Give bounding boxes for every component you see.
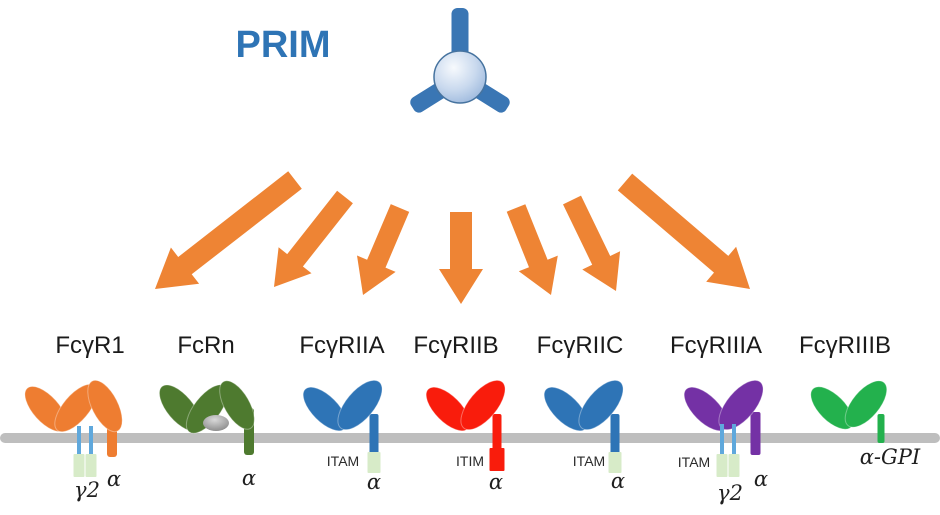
itam-motif-box: [716, 454, 728, 477]
itam-motif-box: [85, 454, 97, 477]
alpha-label: α: [611, 469, 625, 493]
alpha-chain-stem: [492, 414, 502, 450]
fan-arrow: [617, 173, 750, 289]
alpha-chain-stem: [369, 414, 379, 454]
itam-motif-box: [73, 454, 85, 477]
arrow-fan: [155, 171, 750, 304]
gpi-anchor-stem: [877, 414, 885, 443]
receptor-fcgriiib: FcγRIIIB α-GPI: [799, 332, 921, 469]
alpha-gpi-label: α-GPI: [860, 445, 921, 469]
ig-domain: [844, 380, 888, 428]
alpha-label: α: [754, 467, 768, 491]
gamma-chain-line: [89, 426, 93, 456]
receptor-name: FcγRIIC: [537, 332, 624, 359]
itam-motif-box: [728, 454, 740, 477]
alpha-chain-stem: [610, 414, 620, 454]
ig-domain: [337, 379, 383, 431]
alpha-label: α: [242, 466, 256, 490]
receptor-name: FcγRIIA: [299, 332, 384, 359]
gamma-chain-line: [732, 424, 736, 455]
itam-label: ITAM: [678, 454, 710, 470]
alpha-label: α: [367, 470, 381, 494]
receptor-fcgr1: FcγR1 γ2 α: [24, 332, 125, 502]
receptor-name: FcγRIIIA: [670, 332, 762, 359]
receptor-name: FcγR1: [55, 332, 124, 359]
receptor-fcrn: FcRn α: [158, 332, 256, 490]
ig-domain: [87, 379, 123, 433]
fan-arrow: [357, 204, 410, 295]
cell-membrane: [0, 433, 940, 443]
gamma2-label: γ2: [74, 478, 100, 502]
receptor-name: FcγRIIIB: [799, 332, 891, 359]
receptor-fcgriic: FcγRIIC ITAM α: [537, 332, 625, 493]
fan-arrow: [563, 195, 621, 291]
alpha-label: α: [107, 467, 121, 491]
itam-label: ITAM: [573, 453, 605, 469]
itam-motif-box: [367, 452, 381, 473]
molecule-sphere: [433, 50, 487, 104]
beta2m-subunit: [203, 415, 229, 431]
receptor-name: FcγRIIB: [413, 332, 498, 359]
alpha-label: α: [489, 470, 503, 494]
ig-domain: [578, 379, 624, 431]
fan-arrow: [155, 171, 302, 289]
receptor-fcgriib: FcγRIIB ITIM α: [413, 332, 506, 494]
itam-label: ITAM: [327, 453, 359, 469]
itam-motif-box: [608, 452, 622, 473]
receptor-name: FcRn: [177, 332, 234, 359]
ig-domain: [460, 379, 506, 431]
ig-domain: [219, 380, 255, 430]
gamma2-label: γ2: [717, 481, 743, 505]
receptor-fcgriiia: FcγRIIIA ITAM γ2 α: [670, 332, 768, 505]
gamma-chain-line: [77, 426, 81, 456]
page-title: PRIM: [236, 24, 331, 66]
gamma-chain-line: [720, 424, 724, 455]
prim-molecule: [410, 8, 510, 113]
itim-label: ITIM: [456, 453, 484, 469]
ig-domain: [810, 386, 854, 430]
fan-arrow: [506, 204, 558, 295]
fan-arrow: [274, 190, 353, 287]
itim-motif-box: [489, 448, 505, 471]
fan-arrow: [439, 212, 483, 304]
receptor-fcgriia: FcγRIIA ITAM α: [299, 332, 384, 494]
alpha-chain-stem: [750, 412, 761, 455]
